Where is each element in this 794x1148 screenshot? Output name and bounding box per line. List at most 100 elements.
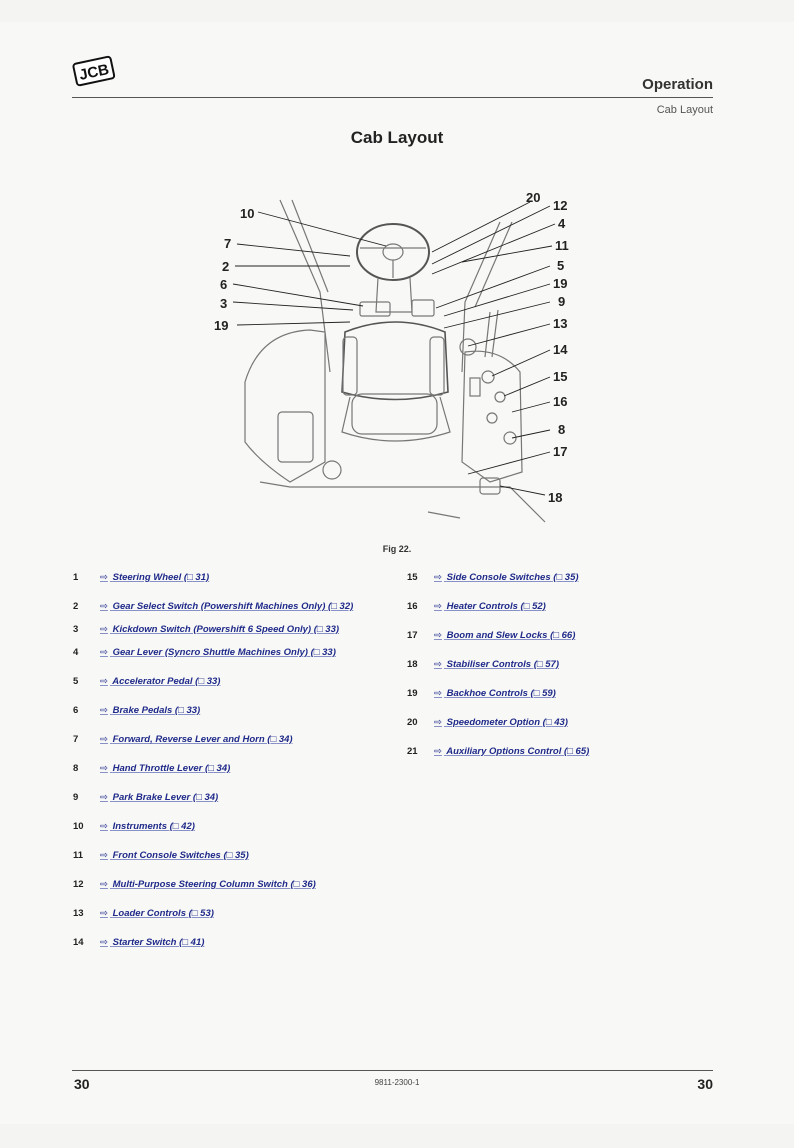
- figure-caption: Fig 22.: [382, 544, 412, 554]
- page-ref-icon: □: [523, 601, 530, 612]
- arrow-icon: ⇨: [100, 624, 108, 635]
- legend-item: 15 ⇨ Side Console Switches (□ 35): [406, 571, 646, 584]
- legend-link[interactable]: ⇨ Loader Controls (□ 53): [100, 908, 214, 919]
- arrow-icon: ⇨: [100, 705, 108, 716]
- legend-item: 19 ⇨ Backhoe Controls (□ 59): [406, 687, 646, 700]
- cab-layout-figure: 10 7 2 6 3 19 20 12 4 11 5 19 9 13 14 15…: [200, 182, 600, 538]
- item-number: 9: [73, 792, 79, 803]
- item-number: 1: [73, 572, 79, 583]
- page-ref-icon: □: [270, 734, 277, 745]
- callout-4: 4: [558, 216, 566, 231]
- legend-item: 4 ⇨ Gear Lever (Syncro Shuttle Machines …: [72, 646, 384, 659]
- legend-link[interactable]: ⇨ Side Console Switches (□ 35): [434, 572, 579, 583]
- page-ref-icon: □: [533, 688, 540, 699]
- legend-link[interactable]: ⇨ Backhoe Controls (□ 59): [434, 688, 556, 699]
- item-number: 2: [73, 601, 79, 612]
- arrow-icon: ⇨: [100, 879, 108, 890]
- page-ref-icon: □: [198, 676, 205, 687]
- legend-right-column: 15 ⇨ Side Console Switches (□ 35) 16 ⇨ H…: [406, 571, 646, 758]
- item-number: 6: [73, 705, 79, 716]
- item-number: 16: [407, 601, 418, 612]
- page-number-left: 30: [74, 1076, 90, 1092]
- legend-item: 3 ⇨ Kickdown Switch (Powershift 6 Speed …: [72, 623, 384, 636]
- item-number: 4: [73, 647, 79, 658]
- legend-link[interactable]: ⇨ Front Console Switches (□ 35): [100, 850, 249, 861]
- jcb-logo: JCB: [72, 52, 116, 92]
- arrow-icon: ⇨: [100, 676, 108, 687]
- arrow-icon: ⇨: [100, 601, 108, 612]
- page-ref-icon: □: [553, 630, 559, 641]
- legend-link[interactable]: ⇨ Speedometer Option (□ 43): [434, 717, 568, 728]
- legend-link[interactable]: ⇨ Brake Pedals (□ 33): [100, 705, 201, 716]
- legend-link[interactable]: ⇨ Stabiliser Controls (□ 57): [434, 659, 559, 670]
- page-ref-icon: □: [191, 908, 198, 919]
- legend-item: 14 ⇨ Starter Switch (□ 41): [72, 936, 384, 949]
- legend-item: 21 ⇨ Auxiliary Options Control (□ 65): [406, 745, 646, 758]
- item-number: 8: [73, 763, 79, 774]
- legend-link[interactable]: ⇨ Auxiliary Options Control (□ 65): [434, 746, 590, 757]
- callout-6: 6: [220, 277, 227, 292]
- legend-item: 12 ⇨ Multi-Purpose Steering Column Switc…: [72, 878, 384, 891]
- callout-20: 20: [526, 190, 540, 205]
- callout-16: 16: [553, 394, 567, 409]
- page-ref-icon: □: [536, 659, 543, 670]
- item-number: 19: [407, 688, 418, 699]
- footer-divider: [72, 1070, 713, 1071]
- legend-item: 16 ⇨ Heater Controls (□ 52): [406, 600, 646, 613]
- arrow-icon: ⇨: [100, 908, 108, 919]
- cab-diagram: 10 7 2 6 3 19 20 12 4 11 5 19 9 13 14 15…: [214, 190, 569, 523]
- callout-5: 5: [557, 258, 564, 273]
- page-number-right: 30: [697, 1076, 713, 1092]
- legend-link[interactable]: ⇨ Forward, Reverse Lever and Horn (□ 34): [100, 734, 293, 745]
- page-title: Cab Layout: [350, 128, 444, 147]
- legend-link[interactable]: ⇨ Heater Controls (□ 52): [434, 601, 546, 612]
- legend-left-column: 1 ⇨ Steering Wheel (□ 31) 2 ⇨ Gear Selec…: [72, 571, 384, 949]
- legend-link[interactable]: ⇨ Starter Switch (□ 41): [100, 937, 205, 948]
- callout-2: 2: [222, 259, 229, 274]
- callout-17: 17: [553, 444, 567, 459]
- callout-14: 14: [553, 342, 568, 357]
- legend-item: 11 ⇨ Front Console Switches (□ 35): [72, 849, 384, 862]
- legend-link[interactable]: ⇨ Kickdown Switch (Powershift 6 Speed On…: [100, 624, 340, 635]
- manual-page: [0, 22, 794, 1124]
- item-number: 21: [407, 746, 418, 757]
- legend-link[interactable]: ⇨ Accelerator Pedal (□ 33): [100, 676, 221, 687]
- logo-text: JCB: [78, 61, 111, 84]
- legend-link[interactable]: ⇨ Multi-Purpose Steering Column Switch (…: [100, 879, 316, 890]
- item-number: 12: [73, 879, 84, 890]
- item-number: 20: [407, 717, 418, 728]
- legend-item: 7 ⇨ Forward, Reverse Lever and Horn (□ 3…: [72, 733, 384, 746]
- legend-link[interactable]: ⇨ Gear Select Switch (Powershift Machine…: [100, 601, 354, 612]
- page-ref-icon: □: [316, 624, 323, 635]
- legend-link[interactable]: ⇨ Hand Throttle Lever (□ 34): [100, 763, 231, 774]
- legend-link[interactable]: ⇨ Steering Wheel (□ 31): [100, 572, 210, 583]
- legend-link[interactable]: ⇨ Boom and Slew Locks (□ 66): [434, 630, 576, 641]
- callout-11: 11: [555, 238, 569, 253]
- section-title: Operation: [642, 76, 713, 93]
- callout-10: 10: [240, 206, 254, 221]
- arrow-icon: ⇨: [434, 659, 442, 670]
- page-ref-icon: □: [172, 821, 179, 832]
- arrow-icon: ⇨: [434, 601, 442, 612]
- legend-link[interactable]: ⇨ Park Brake Lever (□ 34): [100, 792, 219, 803]
- legend-link[interactable]: ⇨ Gear Lever (Syncro Shuttle Machines On…: [100, 647, 336, 658]
- callout-18: 18: [548, 490, 562, 505]
- arrow-icon: ⇨: [100, 821, 108, 832]
- arrow-icon: ⇨: [100, 792, 108, 803]
- page-ref-icon: □: [293, 879, 300, 890]
- item-number: 11: [73, 850, 84, 861]
- arrow-icon: ⇨: [434, 572, 442, 583]
- item-number: 13: [73, 908, 84, 919]
- arrow-icon: ⇨: [434, 688, 442, 699]
- legend-item: 18 ⇨ Stabiliser Controls (□ 57): [406, 658, 646, 671]
- legend-item: 9 ⇨ Park Brake Lever (□ 34): [72, 791, 384, 804]
- item-number: 3: [73, 624, 79, 635]
- callout-12: 12: [553, 198, 567, 213]
- callout-15: 15: [553, 369, 567, 384]
- arrow-icon: ⇨: [100, 850, 108, 861]
- legend-item: 2 ⇨ Gear Select Switch (Powershift Machi…: [72, 600, 384, 613]
- page-ref-icon: □: [567, 746, 573, 757]
- legend-link[interactable]: ⇨ Instruments (□ 42): [100, 821, 195, 832]
- page-ref-icon: □: [313, 647, 320, 658]
- item-number: 7: [73, 734, 79, 745]
